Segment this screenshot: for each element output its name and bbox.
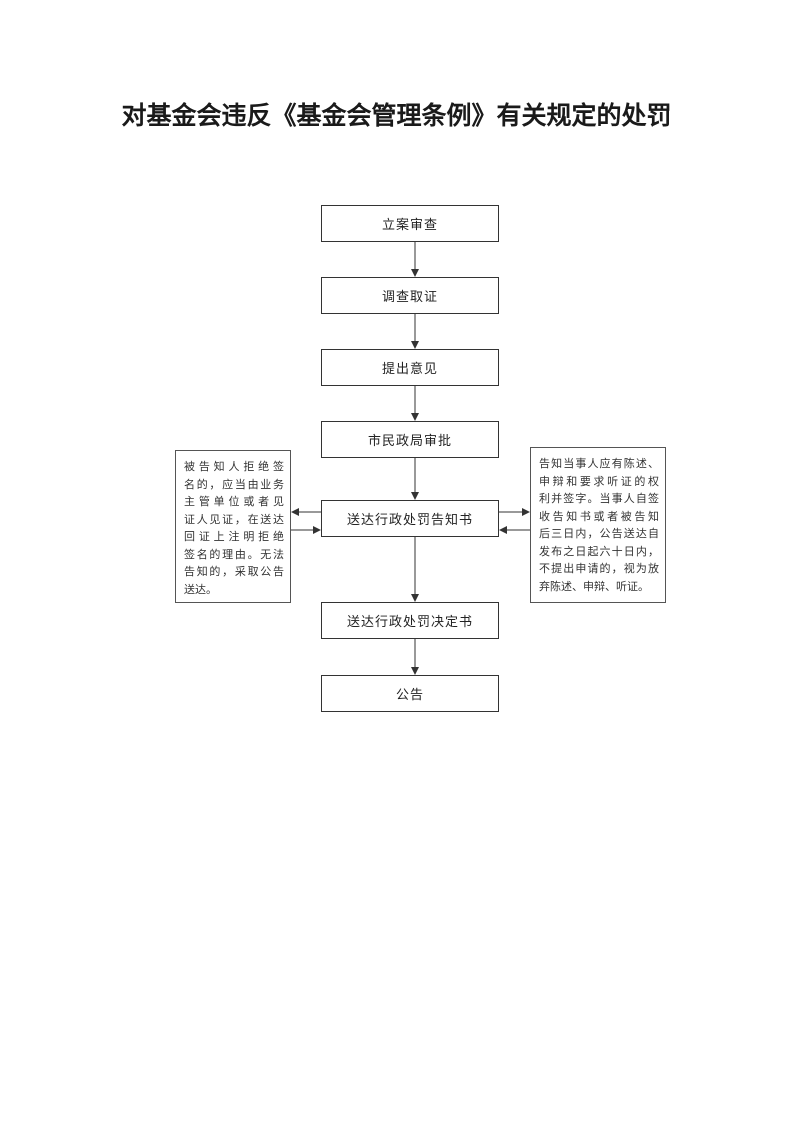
left-note-line: 主管单位或者见	[184, 495, 284, 508]
right-note-line: 收告知书或者被告知	[539, 509, 659, 523]
step-investigation: 调查取证	[321, 277, 499, 314]
step-label: 送达行政处罚决定书	[346, 615, 473, 630]
step-label: 送达行政处罚告知书	[346, 513, 473, 528]
right-note-line: 告知当事人应有陈述、	[539, 457, 659, 470]
right-note-line: 弃陈述、申辩、听证。	[539, 579, 649, 593]
right-note-line: 申辩和要求听证的权	[539, 474, 659, 488]
left-note-line: 名的，应当由业务	[184, 477, 284, 491]
step-announcement: 公告	[321, 675, 499, 712]
step-propose-opinion: 提出意见	[321, 349, 499, 386]
left-note-line: 证人见证，在送达	[184, 512, 284, 526]
left-note-line: 回证上注明拒绝	[184, 530, 284, 543]
left-note-line: 签名的理由。无法	[184, 547, 284, 561]
step-label: 市民政局审批	[367, 434, 452, 449]
step-bureau-approval: 市民政局审批	[321, 421, 499, 458]
step-filing-review: 立案审查	[321, 205, 499, 242]
left-note-line: 送达。	[184, 582, 217, 596]
left-note-box: 被告知人拒绝签 名的，应当由业务 主管单位或者见 证人见证，在送达 回证上注明拒…	[175, 450, 291, 603]
step-decision-delivery: 送达行政处罚决定书	[321, 602, 499, 639]
step-label: 公告	[395, 688, 424, 703]
step-label: 提出意见	[381, 362, 438, 377]
page-title: 对基金会违反《基金会管理条例》有关规定的处罚	[121, 101, 672, 130]
left-note-line: 告知的，采取公告	[184, 565, 284, 578]
right-note-line: 利并签字。当事人自签	[539, 492, 659, 505]
right-note-box: 告知当事人应有陈述、 申辩和要求听证的权 利并签字。当事人自签 收告知书或者被告…	[530, 447, 666, 603]
right-note-line: 后三日内，公告送达自	[539, 527, 659, 540]
right-note-line: 发布之日起六十日内，	[539, 544, 659, 558]
right-note-line: 不提出申请的，视为放	[539, 562, 659, 575]
left-note-line: 被告知人拒绝签	[184, 460, 284, 473]
step-notice-delivery: 送达行政处罚告知书	[321, 500, 499, 537]
step-label: 调查取证	[381, 290, 438, 305]
step-label: 立案审查	[381, 218, 438, 233]
